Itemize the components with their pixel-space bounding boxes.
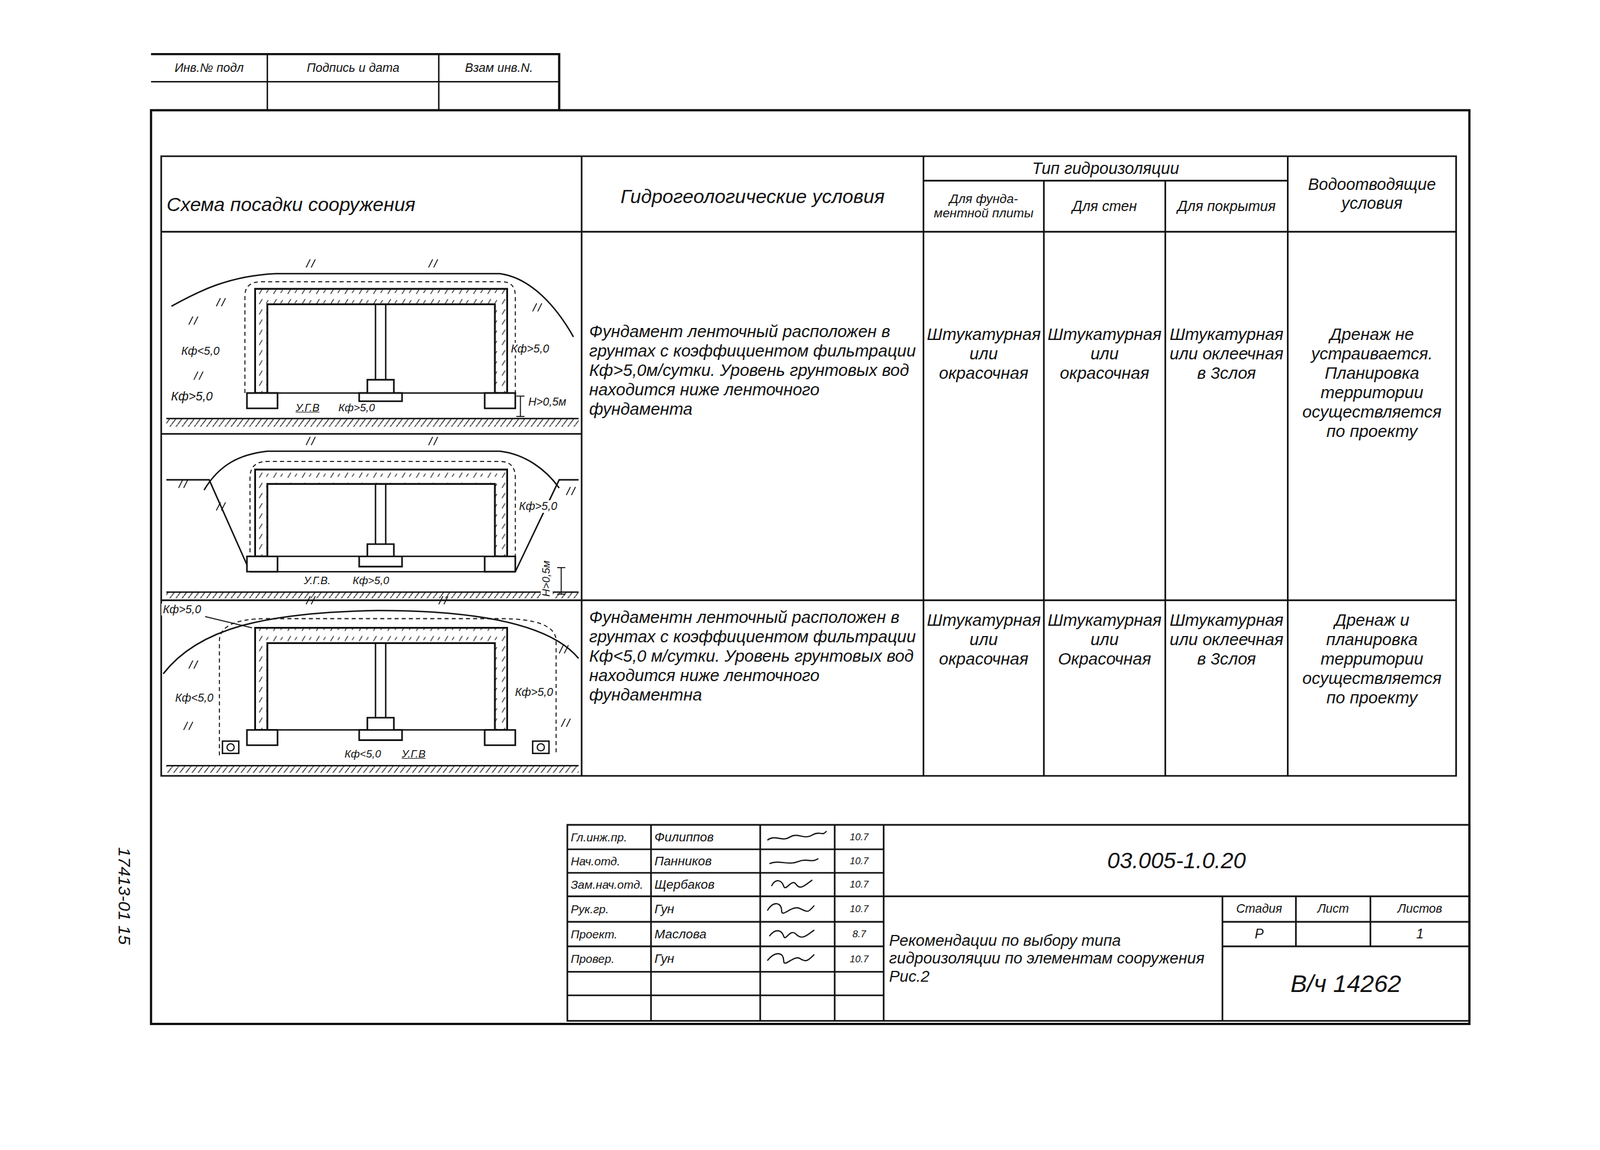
footings: [246, 379, 516, 409]
title-block-header: Лист: [1296, 901, 1371, 916]
stamp-header: Инв.№ подл: [151, 61, 268, 76]
stamp-grid: [151, 54, 560, 111]
soil-label: Кф>5,0: [509, 342, 551, 356]
soil-label: Кф>5,0: [161, 603, 203, 616]
person-name: Панников: [651, 853, 761, 869]
soil-label: Кф>5,0: [351, 574, 392, 587]
soil-marks: [178, 436, 576, 511]
table-cell: Фундамент ленточный расположен в грунтах…: [585, 321, 923, 419]
ground-hatch: [166, 591, 579, 599]
column-header: Тип гидроизоляции: [923, 159, 1289, 178]
column-header: Водоотводящие условия: [1287, 175, 1456, 213]
earth-mound: [171, 273, 574, 337]
table-grid: [161, 156, 1457, 776]
soil-label: Кф<5,0: [342, 748, 383, 761]
backfill-boundary: [219, 618, 557, 756]
role-name: Рук.гр.: [567, 902, 652, 916]
water-level-label: У.Г.В: [400, 748, 428, 761]
footings: [246, 717, 516, 745]
role-name: Провер.: [567, 951, 652, 966]
table-cell: Штукатурная или окрасочная: [923, 324, 1045, 383]
soil-label: Кф<5,0: [173, 691, 215, 705]
leader-line: [205, 616, 253, 628]
sign-date: 10.7: [834, 878, 884, 891]
table-cell: Фундаментн ленточный расположен в грунта…: [585, 607, 923, 705]
soil-label: Кф<5,0: [179, 344, 222, 358]
soil-marks: [183, 595, 571, 730]
stamp-header: Подпись и дата: [267, 61, 440, 76]
stamp-header: Взам инв.N.: [439, 61, 560, 76]
person-name: Гун: [651, 951, 761, 966]
structure-shell: [254, 288, 507, 393]
organization-code: В/ч 14262: [1222, 969, 1470, 998]
drawing-title: Рекомендации по выбору типа гидроизоляци…: [885, 931, 1221, 986]
column-header: Для фунда- ментной плиты: [923, 191, 1045, 221]
table-cell: Штукатурная или оклеечная в 3слоя: [1165, 324, 1289, 383]
soil-label: Кф>5,0: [336, 401, 377, 414]
sign-date: 10.7: [834, 831, 884, 843]
column-header: Схема посадки сооружения: [163, 193, 580, 216]
structure-shell: [254, 627, 507, 730]
table-cell: Дренаж и планировка территории осуществл…: [1287, 610, 1456, 708]
table-cell: Штукатурная или Окрасочная: [1044, 610, 1166, 669]
signature-scribbles: [767, 830, 827, 964]
role-name: Зам.нач.отд.: [567, 877, 652, 892]
archive-number: 17413-01 15: [115, 845, 134, 947]
dimension-line: [557, 567, 566, 595]
title-block-header: Стадия: [1222, 901, 1297, 916]
title-block-header: Листов: [1370, 901, 1470, 916]
column-header: Для стен: [1044, 197, 1166, 215]
ground-hatch: [166, 765, 579, 773]
drain-pipe: [537, 743, 545, 751]
soil-label: Кф>5,0: [169, 390, 215, 404]
table-cell: Дренаж не устраивается. Планировка терри…: [1287, 324, 1456, 441]
person-name: Филиппов: [651, 829, 761, 845]
dimension-label: Н>0,5м: [541, 558, 554, 599]
footings: [246, 543, 516, 572]
water-level-label: У.Г.В.: [302, 574, 333, 587]
water-level-label: У.Г.В: [293, 401, 322, 414]
drawing-code: 03.005-1.0.20: [883, 847, 1470, 873]
sign-date: 10.7: [834, 903, 884, 915]
soil-label: Кф>5,0: [513, 685, 555, 699]
sign-date: 10.7: [834, 855, 884, 867]
person-name: Гун: [651, 901, 761, 917]
title-block-grid: [567, 824, 1470, 1021]
title-block-value: 1: [1370, 926, 1470, 942]
sheet-frame: [151, 54, 1470, 1024]
sign-date: 8.7: [834, 928, 884, 940]
person-name: Щербаков: [651, 876, 761, 892]
table-cell: Штукатурная или оклеечная в 3слоя: [1165, 610, 1289, 669]
person-name: Маслова: [651, 926, 761, 942]
dimension-line: [516, 395, 525, 417]
backfill-boundary: [244, 281, 515, 393]
role-name: Нач.отд.: [567, 854, 652, 868]
soil-marks: [188, 259, 542, 380]
role-name: Проект.: [567, 927, 652, 941]
table-cell: Штукатурная или окрасочная: [923, 610, 1045, 669]
ground-line: [166, 571, 579, 592]
column-header: Гидрогеологические условия: [586, 185, 919, 208]
soil-label: Кф>5,0: [517, 500, 559, 513]
title-block-value: Р: [1222, 926, 1297, 942]
sign-date: 10.7: [834, 953, 884, 965]
role-name: Гл.инж.пр.: [567, 830, 652, 844]
pit-outline: [166, 479, 579, 572]
column-header: Для покрытия: [1165, 197, 1289, 215]
table-cell: Штукатурная или окрасочная: [1044, 324, 1166, 383]
ground-hatch: [166, 418, 579, 427]
drain-pipe: [226, 743, 235, 751]
dimension-label: Н>0,5м: [526, 395, 568, 409]
drain-pipe: [222, 740, 550, 753]
